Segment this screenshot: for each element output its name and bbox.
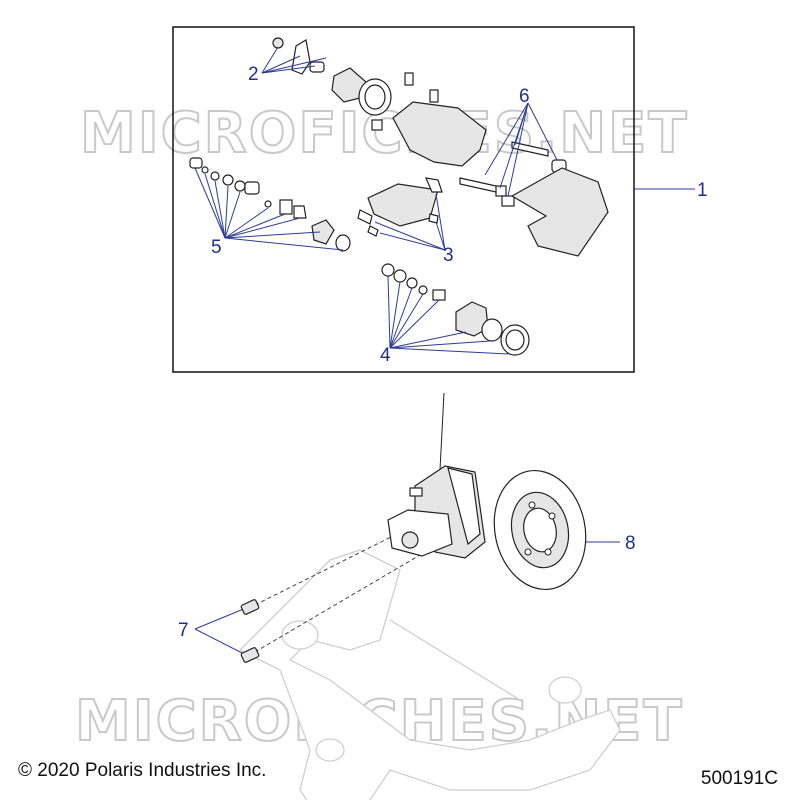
- caliper-body-kit: [392, 101, 487, 167]
- callout-2[interactable]: 2: [248, 64, 259, 85]
- callout-5[interactable]: 5: [211, 237, 222, 258]
- copyright-text: © 2020 Polaris Industries Inc.: [18, 760, 267, 781]
- bolt-upper: [240, 599, 260, 615]
- bolt-path-lower: [254, 554, 421, 653]
- brake-rotor: [493, 469, 587, 591]
- caliper-bracket: [510, 167, 609, 257]
- assembly-leader: [439, 392, 445, 471]
- part-group-3: [357, 177, 443, 237]
- part-group-5: [189, 157, 351, 252]
- caliper-assembly: [387, 465, 486, 559]
- bolt-lower: [240, 647, 260, 663]
- diagram-code: 500191C: [700, 768, 778, 789]
- part-group-4: [381, 263, 530, 356]
- callout-1[interactable]: 1: [697, 180, 708, 201]
- callout-3[interactable]: 3: [443, 245, 454, 266]
- part-group-2: [272, 37, 439, 131]
- kit-box: [172, 26, 635, 373]
- callout-7[interactable]: 7: [178, 620, 189, 641]
- callout-6[interactable]: 6: [519, 86, 530, 107]
- callout-4[interactable]: 4: [380, 345, 391, 366]
- callout-8[interactable]: 8: [625, 533, 636, 554]
- trailing-arm: [238, 549, 621, 800]
